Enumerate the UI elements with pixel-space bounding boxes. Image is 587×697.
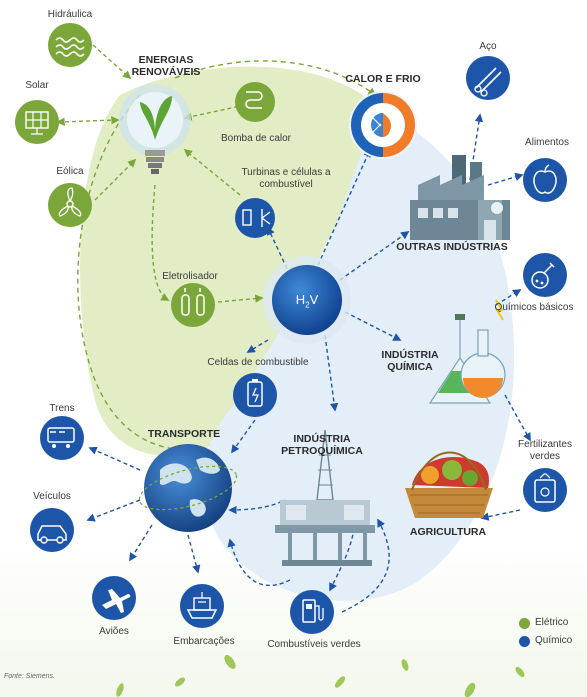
label-combustiveis-verdes: Combustíveis verdes <box>267 639 361 650</box>
water-waves-icon <box>48 23 92 67</box>
electric-loop-top <box>174 60 377 97</box>
legend-dot-quimico <box>519 636 530 647</box>
fertilizer-bag-icon <box>523 468 567 512</box>
heat-cold-icon <box>349 91 417 159</box>
label-avioes: Aviões <box>99 626 129 637</box>
label-fertilizantes: Fertilizantes verdes <box>518 439 572 463</box>
label-embarcacoes: Embarcações <box>173 636 235 647</box>
title-outras-industrias: OUTRAS INDÚSTRIAS <box>396 241 508 253</box>
flask-icon <box>523 253 567 297</box>
label-aco: Aço <box>479 41 497 52</box>
heat-pump-icon <box>235 82 275 122</box>
title-line: ENERGIAS <box>138 54 194 66</box>
lightbulb-icon <box>119 84 191 174</box>
label-turbinas: Turbinas e células a combustível <box>241 167 330 191</box>
electrolyzer-icon <box>171 283 215 327</box>
decorative-leaves <box>116 655 525 697</box>
label-line: Fertilizantes <box>518 439 572 450</box>
legend-label-eletrico: Elétrico <box>535 617 569 628</box>
airplane-icon <box>92 576 136 620</box>
label-alimentos: Alimentos <box>525 137 569 148</box>
label-celdas: Celdas de combustible <box>207 357 309 368</box>
electric-loop <box>77 94 192 455</box>
title-line: INDÚSTRIA <box>293 433 351 445</box>
label-hidraulica: Hidráulica <box>47 9 93 20</box>
title-calor-frio: CALOR E FRIO <box>345 73 421 85</box>
steel-rods-icon <box>466 56 510 100</box>
chemical-flasks-icon <box>428 299 506 404</box>
vegetable-basket-icon <box>405 451 493 518</box>
label-quimicos-basicos: Químicos básicos <box>494 302 574 313</box>
ship-icon <box>180 584 224 628</box>
title-line: RENOVÁVEIS <box>131 66 201 78</box>
label-trens: Trens <box>49 403 75 414</box>
label-eletrolisador: Eletrolisador <box>162 271 218 282</box>
h2v-sub: 2 <box>305 300 310 310</box>
title-industria-petroquimica: INDÚSTRIA PETROQUÍMICA <box>281 433 363 457</box>
legend-dot-eletrico <box>519 618 530 629</box>
title-energias-renovaveis: ENERGIAS RENOVÁVEIS <box>132 54 201 78</box>
turbine-fuel-cell-icon <box>235 198 275 238</box>
title-industria-quimica: INDÚSTRIA QUÍMICA <box>381 349 438 373</box>
h2v-tail: V <box>309 292 319 307</box>
label-solar: Solar <box>25 80 49 91</box>
oil-platform-icon <box>275 429 375 566</box>
title-agricultura: AGRICULTURA <box>409 526 487 538</box>
title-line: PETROQUÍMICA <box>281 445 363 457</box>
label-line: Turbinas e células a <box>241 167 331 178</box>
globe-icon <box>138 444 238 532</box>
label-line: combustível <box>259 179 313 190</box>
train-icon <box>40 416 84 460</box>
wind-turbine-icon <box>48 183 92 227</box>
fuel-pump-icon <box>290 590 334 634</box>
label-eolica: Eólica <box>56 166 84 177</box>
apple-icon <box>523 158 567 202</box>
factory-icon <box>410 155 510 240</box>
source-note: Fonte: Siemens. <box>4 673 55 680</box>
solar-panel-icon <box>15 100 59 144</box>
car-icon <box>30 508 74 552</box>
h2v-base: H <box>295 292 306 307</box>
title-line: QUÍMICA <box>387 361 433 373</box>
label-line: verdes <box>529 451 560 462</box>
battery-icon <box>233 373 277 417</box>
h2v-hub <box>263 256 351 344</box>
h2v-label: H2V <box>296 292 319 310</box>
title-transporte: TRANSPORTE <box>147 428 221 440</box>
legend-label-quimico: Químico <box>535 635 573 646</box>
title-line: INDÚSTRIA <box>381 349 439 361</box>
label-veiculos: Veículos <box>33 491 71 502</box>
label-bomba-calor: Bomba de calor <box>220 133 292 144</box>
